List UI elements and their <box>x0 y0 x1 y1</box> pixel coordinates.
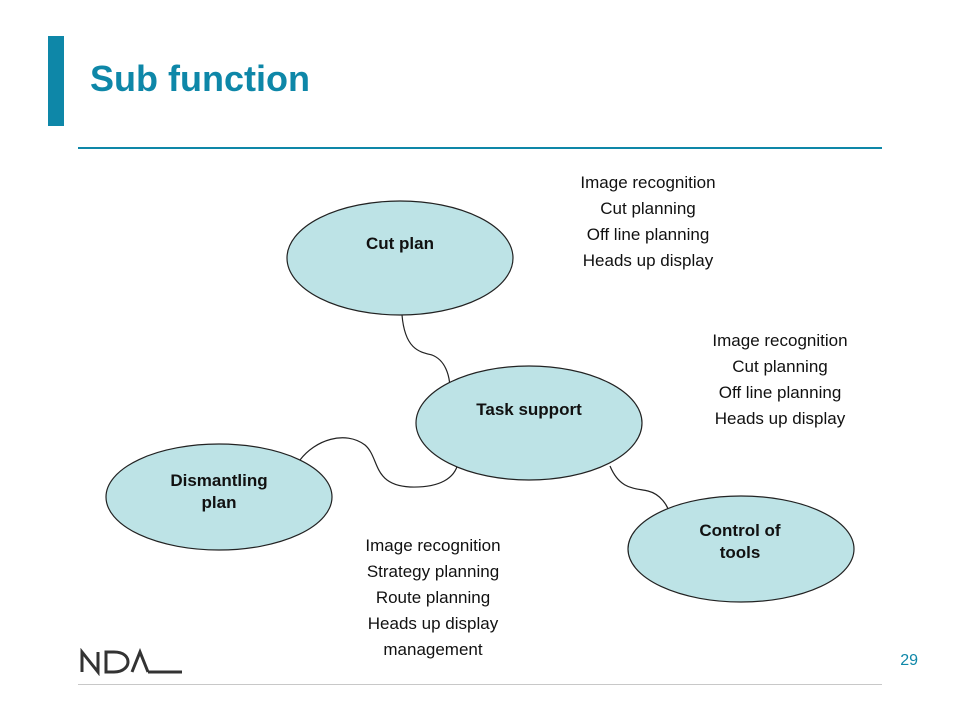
connector-cutplan-tasksupport <box>401 314 451 391</box>
node-cut-plan <box>286 200 514 316</box>
node-label-cut-plan: Cut plan <box>366 234 434 253</box>
title-divider <box>78 147 882 149</box>
footer-divider <box>78 684 882 685</box>
node-control-of-tools <box>627 495 855 603</box>
node-label-dismantling-plan: Dismantling plan <box>170 471 268 512</box>
connector-tasksupport-controltools <box>609 465 671 516</box>
connector-dismantling-tasksupport <box>299 437 459 488</box>
page-number: 29 <box>900 652 918 669</box>
nda-logo <box>80 648 182 676</box>
page-title: Sub function <box>90 58 310 99</box>
node-label-control-of-tools: Control of tools <box>699 521 781 562</box>
note-control-of-tools: Image recognition Cut planning Off line … <box>712 331 848 428</box>
node-label-task-support: Task support <box>476 400 582 419</box>
node-task-support <box>415 365 643 481</box>
title-accent-bar <box>48 36 64 126</box>
node-dismantling-plan <box>105 443 333 551</box>
note-dismantling-plan: Image recognition Strategy planning Rout… <box>365 536 501 659</box>
note-cut-plan: Image recognition Cut planning Off line … <box>580 173 716 270</box>
